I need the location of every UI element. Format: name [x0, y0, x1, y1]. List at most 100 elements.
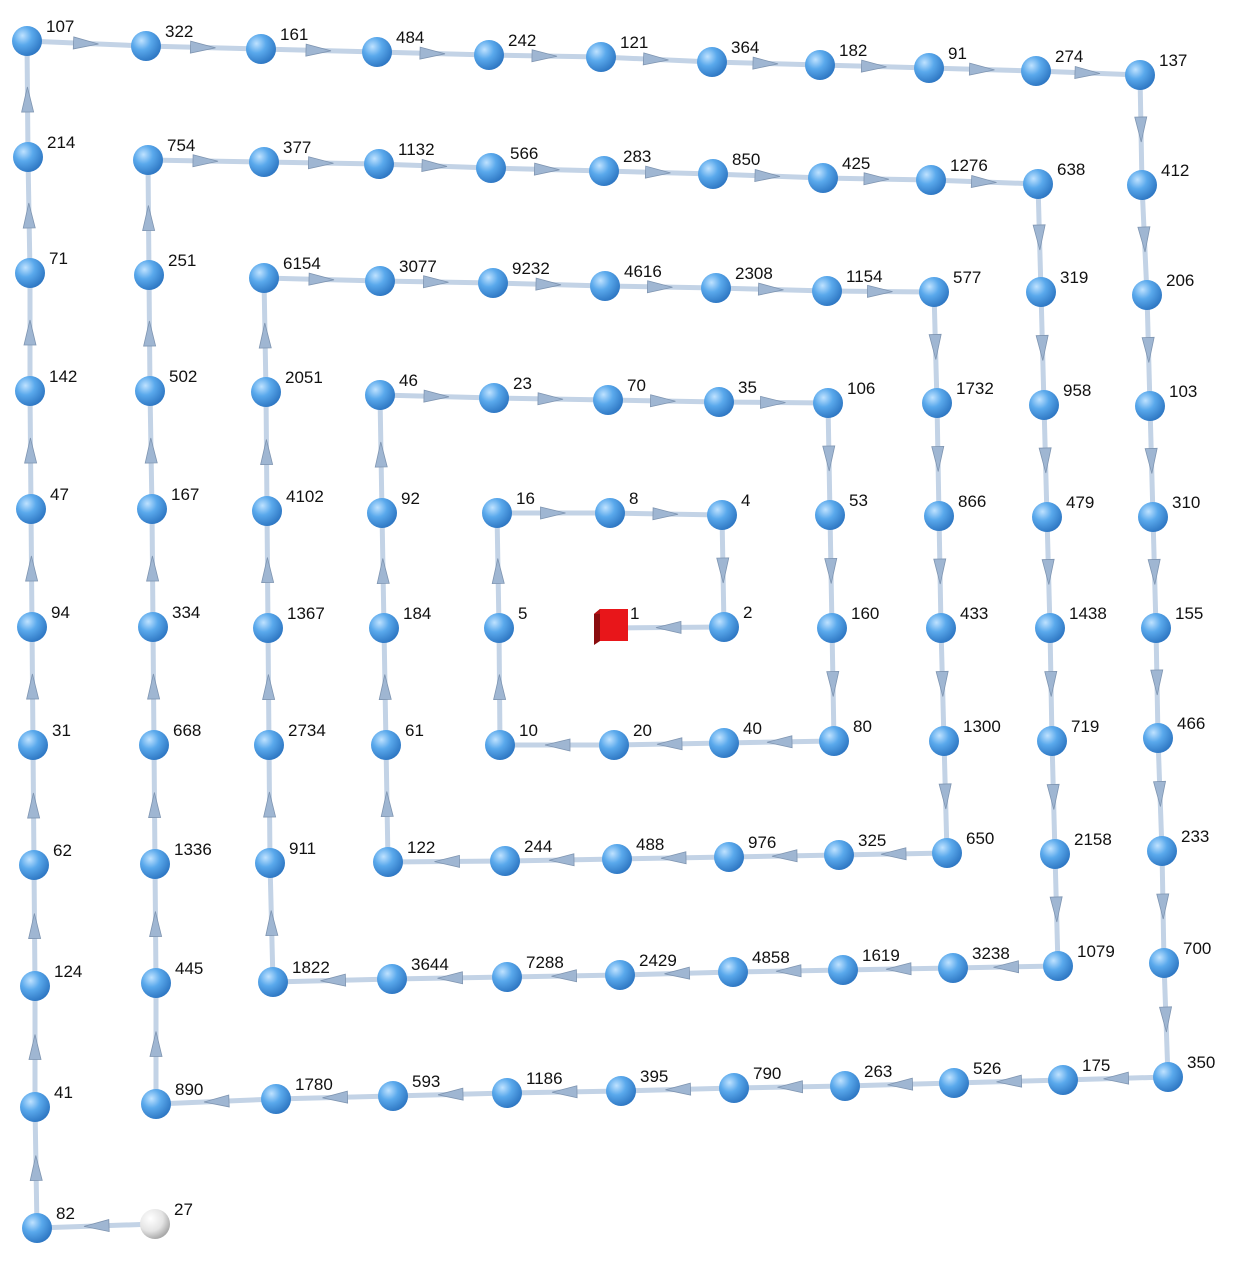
node-46	[365, 380, 395, 410]
node-label: 107	[46, 17, 74, 36]
node-layer	[12, 26, 1183, 1243]
edge-61-to-184	[378, 625, 392, 748]
edge-arrow-icon	[766, 735, 793, 749]
edge-593-to-1780	[273, 1090, 396, 1104]
edge-arrow-icon	[533, 162, 560, 176]
node-label: 4102	[286, 487, 324, 506]
node-label: 310	[1172, 493, 1200, 512]
node-label: 35	[738, 378, 757, 397]
node-2	[709, 612, 739, 642]
node-137	[1125, 60, 1155, 90]
edge-arrow-icon	[374, 441, 388, 468]
node-label: 488	[636, 835, 664, 854]
node-121	[586, 42, 616, 72]
edge-arrow-icon	[649, 394, 676, 408]
node-754	[133, 145, 163, 175]
node-label: 122	[407, 838, 435, 857]
start-node-27	[140, 1209, 170, 1239]
node-label: 1822	[292, 958, 330, 977]
edge-53-to-160	[824, 512, 838, 631]
edge-arrow-icon	[652, 507, 679, 521]
edge-958-to-479	[1038, 402, 1052, 520]
edge-arrow-icon	[775, 964, 802, 978]
node-label: 182	[839, 41, 867, 60]
edge-arrow-icon	[261, 557, 275, 583]
node-label: 577	[953, 268, 981, 287]
edge-arrow-icon	[880, 847, 907, 861]
node-377	[249, 147, 279, 177]
edge-107-to-322	[24, 36, 149, 50]
edge-arrow-icon	[665, 1082, 692, 1096]
edge-arrow-icon	[29, 1155, 43, 1182]
node-976	[714, 842, 744, 872]
node-2734	[254, 730, 284, 760]
node-1619	[828, 955, 858, 985]
edge-4102-to-2051	[260, 389, 274, 514]
node-244	[490, 846, 520, 876]
node-53	[815, 500, 845, 530]
edge-arrow-icon	[535, 277, 562, 291]
edge-arrow-icon	[1038, 447, 1052, 474]
edge-2051-to-6154	[258, 275, 272, 395]
edge-526-to-263	[842, 1077, 957, 1091]
edge-1438-to-719	[1044, 625, 1058, 744]
edge-arrow-icon	[1134, 116, 1148, 143]
edge-arrow-icon	[146, 555, 160, 582]
edge-arrow-icon	[826, 670, 840, 697]
edge-arrow-icon	[885, 962, 912, 976]
edge-71-to-214	[22, 154, 36, 276]
edge-arrow-icon	[1032, 224, 1046, 251]
edge-16-to-8	[494, 506, 613, 520]
edge-arrow-icon	[1144, 447, 1158, 474]
node-395	[606, 1076, 636, 1106]
edge-890-to-445	[149, 980, 163, 1107]
edge-arrow-icon	[308, 272, 335, 286]
edge-arrow-icon	[189, 40, 216, 54]
node-label: 106	[847, 379, 875, 398]
edge-arrow-icon	[24, 437, 38, 464]
node-233	[1147, 836, 1177, 866]
edge-1300-to-650	[938, 738, 952, 856]
node-242	[474, 40, 504, 70]
node-479	[1032, 502, 1062, 532]
node-label: 31	[52, 721, 71, 740]
edge-7288-to-3644	[389, 971, 510, 985]
edge-1079-to-3238	[950, 960, 1061, 974]
node-274	[1021, 56, 1051, 86]
edge-142-to-71	[23, 270, 37, 394]
node-label: 137	[1159, 51, 1187, 70]
node-label: 325	[858, 831, 886, 850]
edge-4-to-2	[716, 512, 730, 630]
edge-488-to-244	[502, 853, 620, 867]
node-206	[1132, 280, 1162, 310]
edge-502-to-251	[143, 272, 157, 394]
node-label: 27	[174, 1200, 193, 1219]
node-label: 1336	[174, 840, 212, 859]
node-4	[707, 500, 737, 530]
node-1780	[261, 1084, 291, 1114]
node-label: 1300	[963, 717, 1001, 736]
edge-4858-to-2429	[617, 966, 736, 980]
edge-arrow-icon	[867, 284, 893, 298]
node-106	[813, 388, 843, 418]
node-label: 40	[743, 719, 762, 738]
edge-arrow-icon	[419, 46, 446, 60]
node-319	[1026, 277, 1056, 307]
edge-arrow-icon	[260, 439, 274, 465]
node-283	[589, 156, 619, 186]
node-35	[704, 387, 734, 417]
node-364	[697, 47, 727, 77]
node-label: 754	[167, 136, 195, 155]
edge-1822-to-911	[265, 860, 279, 985]
edge-8-to-4	[607, 507, 725, 521]
node-445	[141, 968, 171, 998]
node-label: 47	[50, 485, 69, 504]
node-1276	[916, 165, 946, 195]
edge-arrow-icon	[376, 558, 390, 585]
node-31	[18, 730, 48, 760]
edge-40-to-20	[611, 737, 727, 751]
edge-arrow-icon	[380, 791, 394, 818]
node-958	[1029, 390, 1059, 420]
edge-106-to-53	[822, 400, 836, 518]
node-593	[378, 1081, 408, 1111]
